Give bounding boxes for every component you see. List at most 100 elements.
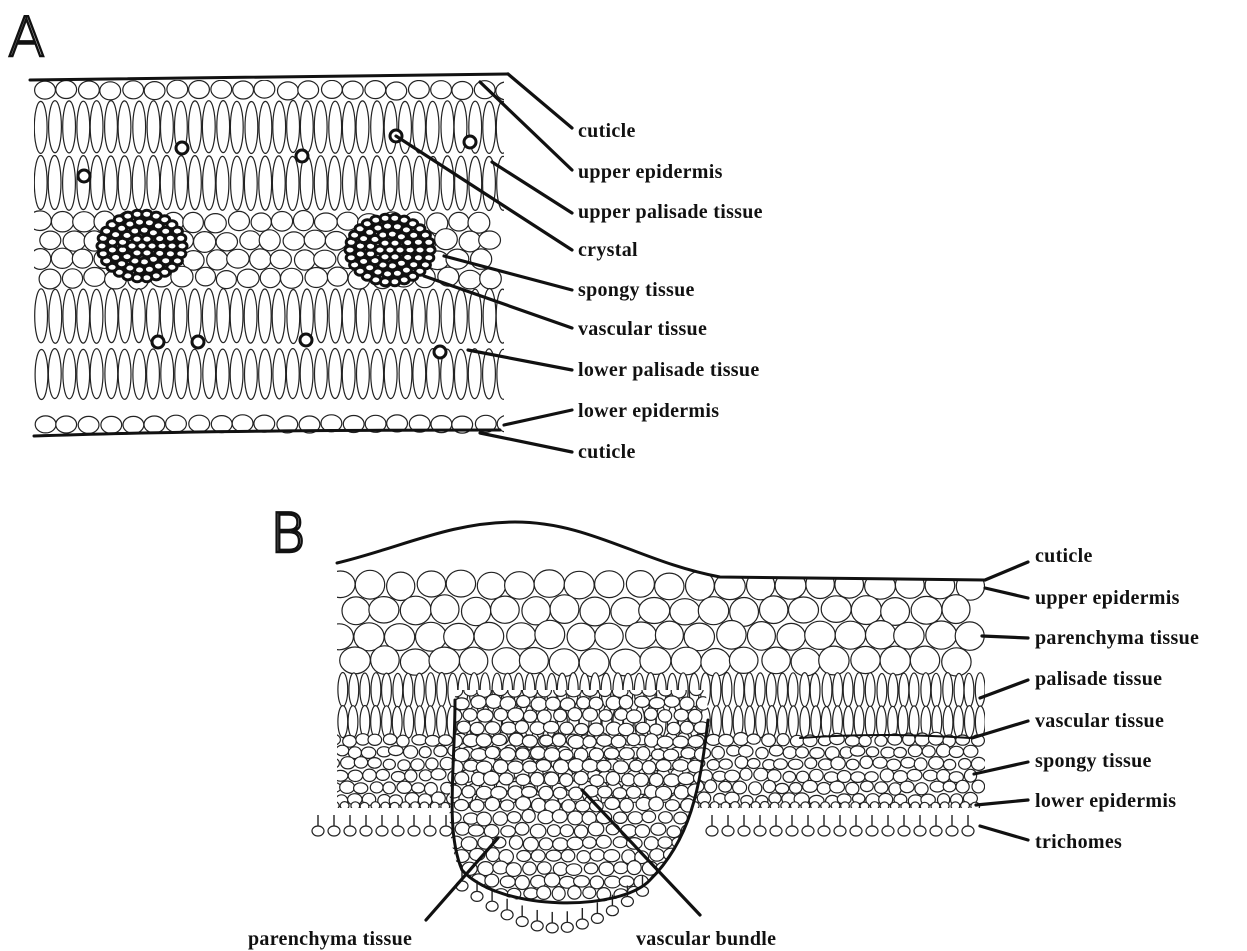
cell [329, 289, 342, 343]
cell [174, 289, 187, 343]
cell [524, 710, 537, 722]
cell [517, 696, 530, 708]
cell [688, 709, 702, 723]
cell [383, 759, 395, 769]
cell [496, 82, 517, 100]
cell [474, 622, 504, 650]
cell [721, 802, 730, 810]
cell [188, 349, 201, 399]
cell [591, 913, 603, 923]
cell [937, 770, 950, 783]
cell [409, 81, 430, 99]
cell [800, 707, 810, 739]
cell [763, 780, 775, 792]
cell [898, 826, 910, 836]
cell [696, 849, 710, 861]
cell [327, 758, 339, 768]
cell [835, 621, 865, 649]
cell [483, 101, 496, 153]
cell [964, 769, 976, 782]
cell [144, 82, 165, 100]
cell [544, 772, 558, 786]
cell [747, 759, 760, 769]
cell [747, 571, 775, 600]
cell [831, 802, 840, 810]
cell [741, 802, 750, 810]
cell [544, 721, 559, 733]
cell [469, 289, 482, 343]
cell [118, 349, 131, 399]
cell [605, 798, 620, 810]
cell [413, 156, 426, 210]
cell [674, 785, 688, 799]
cell [546, 923, 558, 933]
cell [577, 697, 590, 709]
cell [455, 822, 469, 835]
label-a-cuticle-bottom: cuticle [578, 441, 636, 463]
cell [642, 811, 656, 823]
cell [340, 802, 349, 810]
cell [244, 289, 257, 343]
cell [408, 826, 420, 836]
cell [202, 101, 215, 153]
cell [971, 757, 985, 770]
cell [639, 598, 670, 624]
cell [626, 571, 654, 598]
cell [401, 802, 410, 810]
label-a-cuticle-top: cuticle [578, 120, 636, 142]
lower-palisade-cells [35, 289, 510, 400]
cell [161, 349, 174, 399]
cell [509, 836, 522, 850]
cell [910, 646, 939, 674]
cell [640, 647, 671, 674]
cell [860, 756, 873, 768]
cell [371, 673, 381, 707]
cell [273, 101, 286, 153]
cell [63, 289, 76, 343]
cell [539, 838, 553, 850]
cell [360, 826, 372, 836]
cell [217, 101, 230, 153]
cell [144, 416, 165, 433]
cell [553, 838, 568, 851]
cell [821, 707, 831, 739]
cell [118, 156, 131, 210]
cell [485, 746, 499, 758]
cell [851, 646, 880, 673]
cell [216, 349, 229, 399]
cell [575, 724, 589, 735]
cell [216, 271, 236, 289]
cell [865, 673, 875, 707]
cell [435, 229, 458, 250]
cell [672, 862, 686, 873]
cell [355, 570, 384, 599]
cell [650, 849, 664, 861]
cell [444, 623, 474, 650]
cell [470, 722, 484, 734]
cell [531, 697, 547, 711]
cell [77, 289, 90, 343]
cell [207, 250, 228, 270]
cell [775, 783, 788, 793]
cell [300, 349, 313, 399]
cell [781, 802, 790, 810]
cell [459, 647, 487, 675]
cell [754, 768, 768, 781]
cell [604, 850, 620, 862]
cell [580, 597, 610, 626]
cell [365, 81, 386, 99]
cell [707, 760, 719, 771]
cell [403, 673, 413, 707]
cell [951, 802, 960, 810]
cell [923, 770, 937, 781]
cell [701, 802, 710, 810]
cell [833, 673, 843, 707]
cell [341, 757, 356, 769]
cell [701, 649, 730, 677]
cell [338, 673, 348, 707]
cell [325, 624, 353, 650]
cell [400, 596, 431, 625]
cell [522, 735, 537, 747]
cell [322, 80, 343, 98]
